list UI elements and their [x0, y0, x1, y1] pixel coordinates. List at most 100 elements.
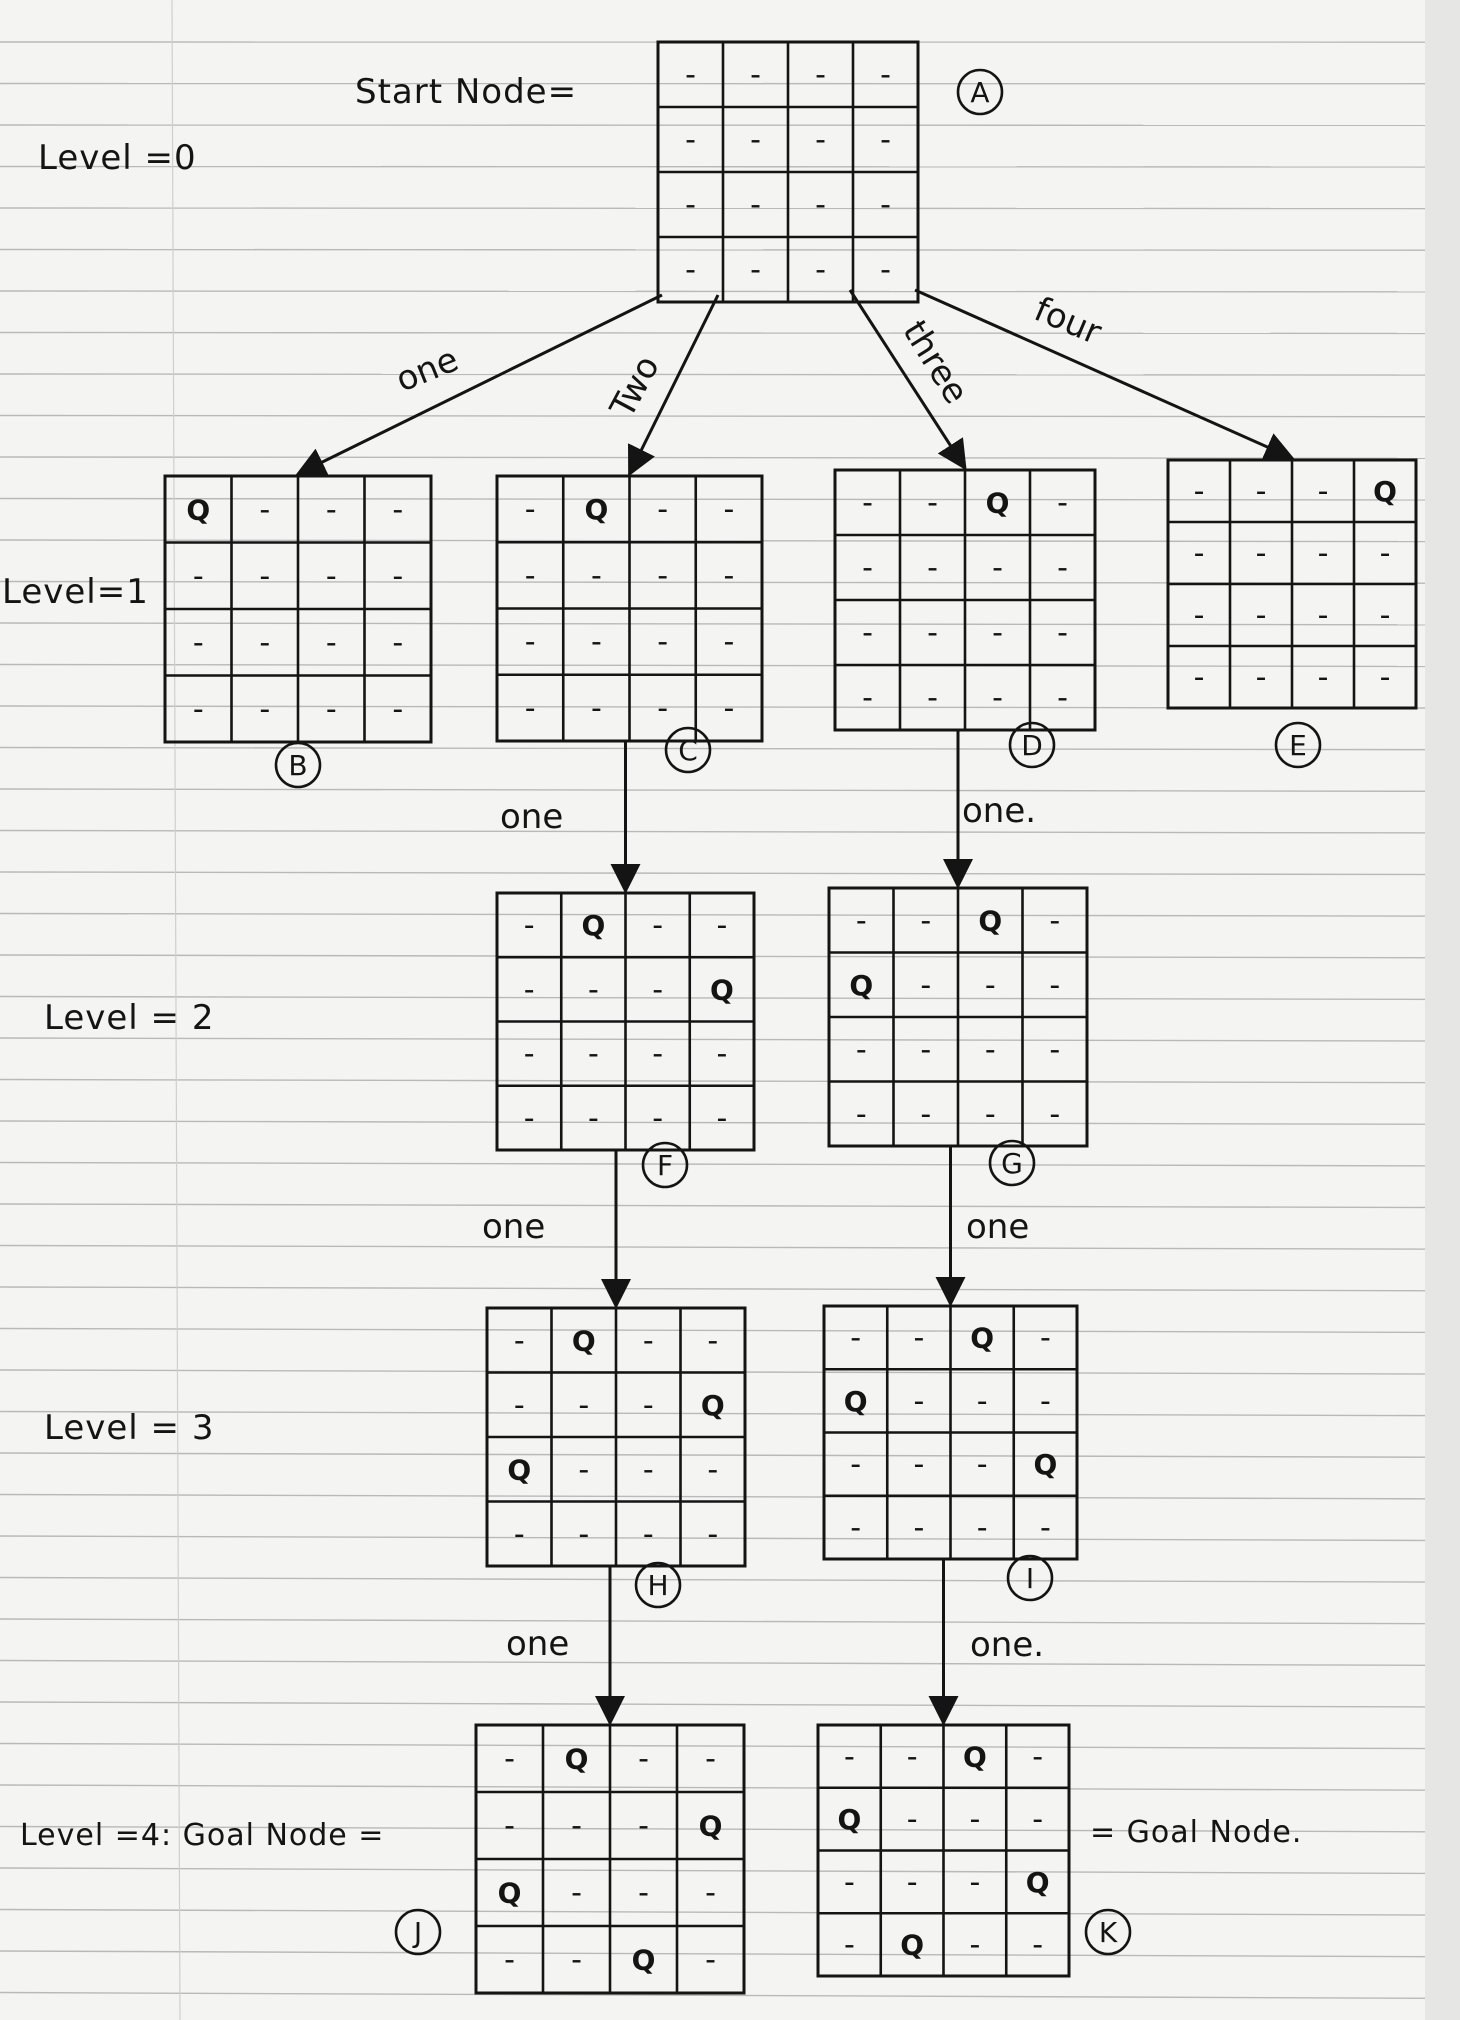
svg-text:C: C: [678, 734, 698, 767]
empty-cell: -: [880, 58, 891, 93]
queen-cell: Q: [970, 1322, 994, 1355]
queen-cell: Q: [1033, 1448, 1057, 1481]
empty-cell: -: [844, 1865, 855, 1900]
board-node-g: --Q-Q-----------: [827, 886, 1089, 1148]
empty-cell: -: [657, 625, 668, 660]
empty-cell: -: [578, 1388, 589, 1423]
empty-cell: -: [707, 1517, 718, 1552]
node-id-a: A: [956, 68, 1004, 116]
empty-cell: -: [705, 1943, 716, 1978]
empty-cell: -: [815, 123, 826, 158]
empty-cell: -: [514, 1517, 525, 1552]
node-id-b: B: [274, 741, 322, 789]
edge-label-A-E: four: [1028, 289, 1107, 353]
empty-cell: -: [652, 1101, 663, 1136]
empty-cell: -: [977, 1510, 988, 1545]
goal-node-right-label: = Goal Node.: [1090, 1815, 1303, 1850]
edge-label-G-I: one: [966, 1207, 1029, 1247]
queen-cell: Q: [963, 1740, 987, 1773]
board-node-e: ---Q------------: [1166, 458, 1418, 710]
edge-label-I-K: one.: [970, 1625, 1044, 1665]
board-node-h: -Q-----QQ-------: [485, 1306, 747, 1568]
empty-cell: -: [1318, 660, 1329, 695]
empty-cell: -: [392, 559, 403, 594]
svg-text:B: B: [288, 749, 307, 782]
empty-cell: -: [913, 1321, 924, 1356]
empty-cell: -: [1194, 536, 1205, 571]
empty-cell: -: [504, 1943, 515, 1978]
empty-cell: -: [880, 188, 891, 223]
empty-cell: -: [992, 551, 1003, 586]
empty-cell: -: [985, 1097, 996, 1132]
empty-cell: -: [723, 691, 734, 726]
queen-cell: Q: [581, 909, 605, 942]
empty-cell: -: [862, 616, 873, 651]
empty-cell: -: [1380, 536, 1391, 571]
empty-cell: -: [927, 486, 938, 521]
empty-cell: -: [850, 1321, 861, 1356]
node-id-c: C: [664, 726, 712, 774]
empty-cell: -: [657, 691, 668, 726]
svg-text:H: H: [647, 1569, 668, 1602]
edge-A-E: [914, 288, 1295, 461]
empty-cell: -: [525, 625, 536, 660]
svg-text:I: I: [1026, 1562, 1034, 1595]
empty-cell: -: [524, 908, 535, 943]
empty-cell: -: [1040, 1384, 1051, 1419]
empty-cell: -: [920, 968, 931, 1003]
empty-cell: -: [907, 1739, 918, 1774]
empty-cell: -: [571, 1943, 582, 1978]
board-node-d: --Q-------------: [833, 468, 1097, 732]
empty-cell: -: [524, 1101, 535, 1136]
empty-cell: -: [571, 1809, 582, 1844]
empty-cell: -: [504, 1742, 515, 1777]
empty-cell: -: [525, 558, 536, 593]
queen-cell: Q: [849, 969, 873, 1002]
queen-cell: Q: [507, 1453, 531, 1486]
empty-cell: -: [913, 1510, 924, 1545]
empty-cell: -: [193, 625, 204, 660]
queen-cell: Q: [986, 487, 1010, 520]
empty-cell: -: [1194, 474, 1205, 509]
edge-label-A-B: one: [390, 340, 464, 401]
node-id-j: J: [394, 1908, 442, 1956]
empty-cell: -: [1057, 551, 1068, 586]
empty-cell: -: [856, 903, 867, 938]
level-0-label: Level =0: [38, 138, 197, 178]
empty-cell: -: [1194, 660, 1205, 695]
empty-cell: -: [525, 492, 536, 527]
empty-cell: -: [524, 972, 535, 1007]
empty-cell: -: [643, 1388, 654, 1423]
empty-cell: -: [591, 625, 602, 660]
queen-cell: Q: [837, 1803, 861, 1836]
empty-cell: -: [685, 58, 696, 93]
board-node-c: -Q--------------: [495, 474, 764, 743]
empty-cell: -: [723, 558, 734, 593]
node-id-g: G: [988, 1139, 1036, 1187]
queen-cell: Q: [498, 1877, 522, 1910]
empty-cell: -: [591, 691, 602, 726]
edge-A-D: [848, 289, 967, 471]
empty-cell: -: [392, 492, 403, 527]
svg-text:D: D: [1021, 729, 1043, 762]
board-node-j: -Q-----QQ-----Q-: [474, 1723, 746, 1995]
empty-cell: -: [591, 558, 602, 593]
empty-cell: -: [880, 123, 891, 158]
empty-cell: -: [524, 1037, 535, 1072]
empty-cell: -: [259, 692, 270, 727]
empty-cell: -: [750, 123, 761, 158]
empty-cell: -: [750, 253, 761, 288]
queen-cell: Q: [584, 493, 608, 526]
empty-cell: -: [525, 691, 536, 726]
empty-cell: -: [392, 625, 403, 660]
empty-cell: -: [652, 972, 663, 1007]
empty-cell: -: [850, 1447, 861, 1482]
empty-cell: -: [844, 1739, 855, 1774]
empty-cell: -: [705, 1742, 716, 1777]
empty-cell: -: [862, 551, 873, 586]
board-node-k: --Q-Q------Q-Q--: [816, 1723, 1071, 1978]
svg-text:E: E: [1289, 729, 1307, 762]
queen-cell: Q: [572, 1324, 596, 1357]
empty-cell: -: [643, 1452, 654, 1487]
empty-cell: -: [638, 1742, 649, 1777]
